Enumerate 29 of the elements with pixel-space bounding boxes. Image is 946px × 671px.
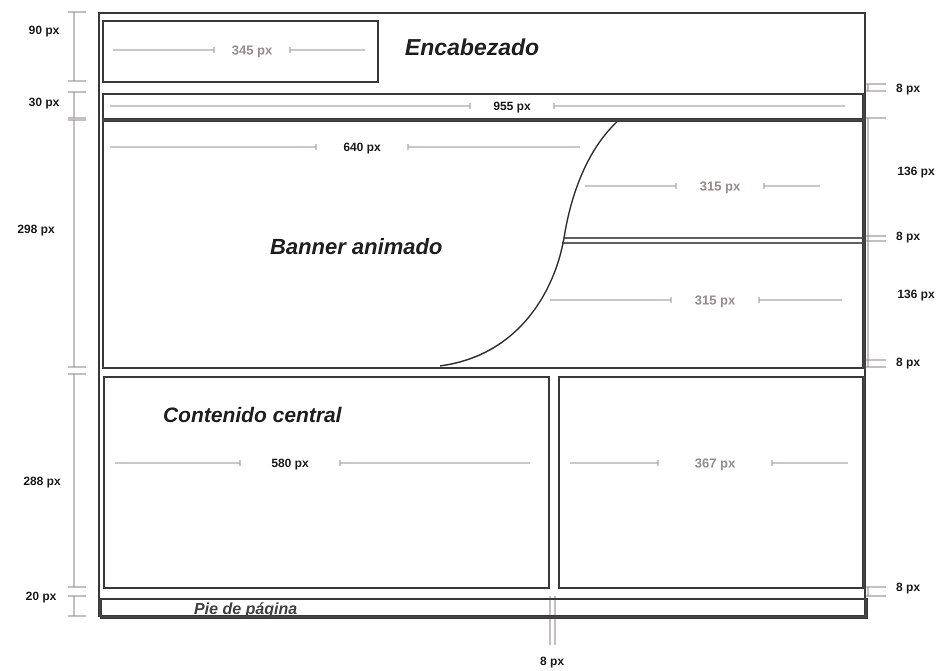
dimension-label: 640 px — [343, 139, 381, 156]
dimension-label: 580 px — [271, 455, 309, 472]
dimension-label: 345 px — [232, 41, 272, 60]
region-title: Encabezado — [404, 32, 540, 62]
page-frame — [98, 12, 866, 617]
dimension-label: 136 px — [897, 286, 935, 303]
layout-region — [102, 20, 379, 83]
layout-region — [100, 598, 868, 619]
dimension-label: 136 px — [897, 163, 935, 180]
region-title: Contenido central — [163, 403, 342, 429]
dimension-label: 20 px — [26, 588, 56, 605]
dimension-label: 367 px — [694, 454, 736, 472]
layout-region — [102, 120, 864, 369]
dimension-label: 8 px — [540, 653, 564, 670]
layout-region — [103, 376, 550, 589]
dimension-label: 8 px — [896, 228, 920, 245]
layout-region — [558, 376, 864, 589]
dimension-label: 288 px — [23, 473, 61, 490]
dimension-label: 8 px — [896, 354, 920, 371]
dimension-label: 315 px — [694, 291, 736, 310]
dimension-label: 315 px — [700, 177, 740, 196]
region-title: Banner animado — [270, 233, 442, 261]
dimension-label: 8 px — [896, 579, 920, 596]
dimension-label: 8 px — [896, 80, 920, 97]
dimension-label: 30 px — [28, 94, 60, 111]
dimension-label: 90 px — [28, 22, 60, 39]
dimension-label: 955 px — [493, 98, 531, 115]
dimension-label: 298 px — [17, 221, 55, 238]
layout-region — [102, 93, 864, 120]
